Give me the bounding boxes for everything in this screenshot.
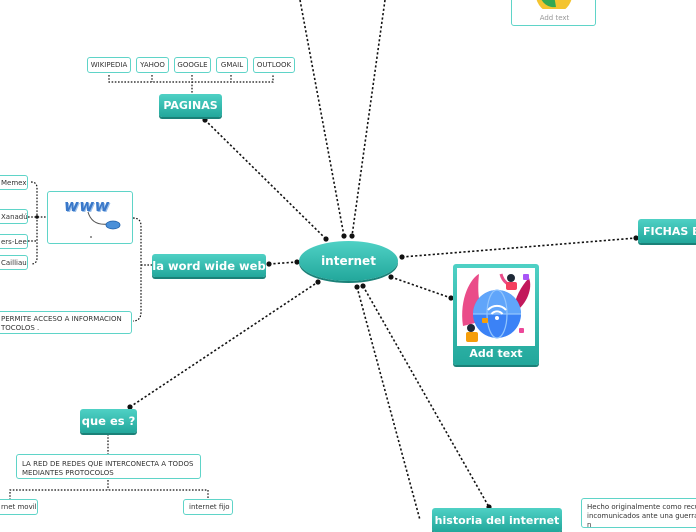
que-es-topic[interactable]: que es ? bbox=[80, 409, 137, 433]
connector-image-card bbox=[390, 276, 452, 299]
connector-que-es bbox=[129, 281, 319, 408]
www-description[interactable]: PERMITE ACCESO A INFORMACION TOCOLOS . bbox=[0, 311, 132, 334]
connector-top-right bbox=[351, 0, 386, 237]
internet-image-topic[interactable]: Add text bbox=[453, 264, 539, 365]
central-topic[interactable]: internet bbox=[299, 241, 398, 281]
connector-history bbox=[362, 285, 490, 508]
connector-lines bbox=[9, 0, 639, 520]
connector-top-left bbox=[299, 0, 345, 237]
www-name-memex[interactable]: Memex bbox=[0, 175, 28, 190]
historia-note[interactable]: Hecho originalmente como recur incomunic… bbox=[581, 498, 696, 528]
www-image-card[interactable]: www bbox=[47, 191, 133, 244]
paginas-item-yahoo[interactable]: YAHOO bbox=[136, 57, 169, 73]
paginas-item-wikipedia[interactable]: WIKIPEDIA bbox=[87, 57, 131, 73]
connector-www bbox=[268, 261, 298, 265]
image-dot bbox=[90, 236, 92, 238]
www-name-berners-lee[interactable]: ers-Lee bbox=[0, 234, 28, 249]
connector-bottom bbox=[356, 286, 421, 520]
www-topic[interactable]: la word wide web bbox=[152, 254, 266, 277]
mouse-icon bbox=[87, 211, 121, 230]
connector-paginas bbox=[204, 119, 327, 240]
paginas-item-outlook[interactable]: OUTLOOK bbox=[253, 57, 295, 73]
www-name-xanadu[interactable]: Xanadú bbox=[0, 209, 28, 224]
historia-topic[interactable]: historia del internet bbox=[432, 508, 562, 532]
globe-wifi-illustration bbox=[457, 268, 535, 346]
www-name-cailliau[interactable]: Cailliau bbox=[0, 255, 28, 270]
paginas-topic[interactable]: PAGINAS bbox=[159, 94, 222, 117]
fichas-topic[interactable]: FICHAS B bbox=[638, 219, 696, 243]
pie-chart-image bbox=[536, 0, 572, 9]
que-es-child-movil[interactable]: rnet movil bbox=[0, 499, 38, 515]
image-topic-caption: Add text bbox=[469, 347, 523, 360]
connector-fichas bbox=[401, 237, 637, 258]
que-es-definition[interactable]: LA RED DE REDES QUE INTERCONECTA A TODOS… bbox=[16, 454, 201, 479]
top-card-caption: Add text bbox=[539, 14, 570, 22]
www-logo-text: www bbox=[64, 196, 110, 215]
que-es-child-fijo[interactable]: internet fijo bbox=[183, 499, 233, 515]
paginas-item-google[interactable]: GOOGLE bbox=[174, 57, 211, 73]
top-image-card[interactable]: Add text bbox=[511, 0, 596, 26]
paginas-item-gmail[interactable]: GMAIL bbox=[216, 57, 248, 73]
